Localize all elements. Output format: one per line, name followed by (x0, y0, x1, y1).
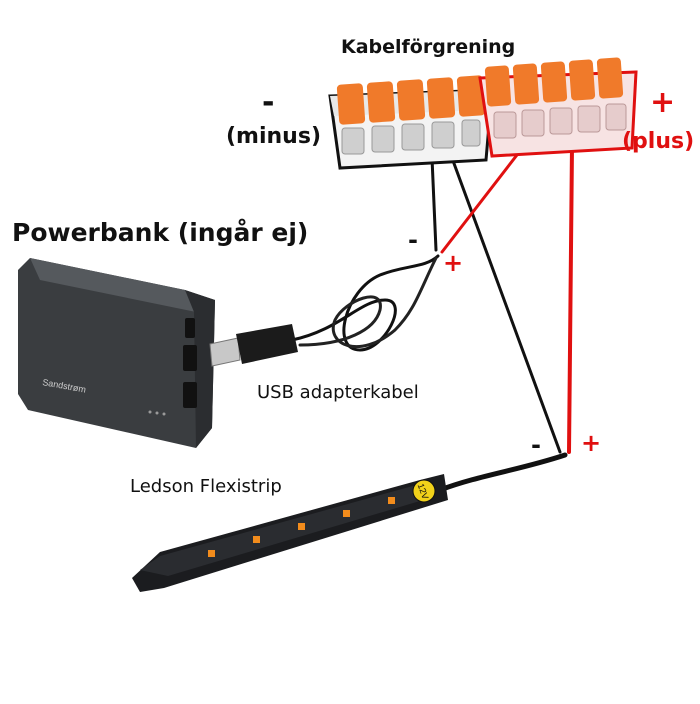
powerbank: Sandstrøm (18, 258, 215, 448)
connector-positive (478, 57, 638, 158)
plus-label: (plus) (622, 129, 695, 154)
wires (290, 140, 574, 493)
minus-symbol: - (262, 85, 275, 120)
strip-minus-marker: - (531, 431, 541, 459)
usb-plug (209, 324, 298, 367)
usb-a-port-icon (183, 345, 197, 371)
plus-symbol: + (650, 85, 676, 120)
led-chips (208, 497, 395, 557)
strip-plus-marker: + (581, 429, 602, 457)
usb-plus-marker: + (443, 249, 464, 277)
usb-cable (290, 254, 440, 352)
negative-wire-to-strip (450, 156, 562, 454)
strip-cable (437, 452, 568, 493)
usb-c-port-icon (185, 318, 195, 338)
usb-cable-loop (298, 256, 438, 349)
led-strip: 12V (132, 474, 448, 592)
negative-wire-to-usb (430, 156, 438, 252)
usb-minus-marker: - (408, 226, 418, 254)
positive-wire-to-strip (567, 144, 574, 454)
voltage-badge (412, 479, 436, 503)
usb-a-port-2-icon (183, 382, 197, 408)
connector-title: Kabelförgrening (341, 36, 516, 58)
led-strip-label: Ledson Flexistrip (130, 476, 282, 497)
usb-cable-label: USB adapterkabel (257, 382, 419, 403)
minus-label: (minus) (226, 124, 321, 149)
positive-wire-to-usb (440, 140, 529, 254)
powerbank-title: Powerbank (ingår ej) (12, 218, 309, 247)
connector-negative (328, 75, 494, 170)
